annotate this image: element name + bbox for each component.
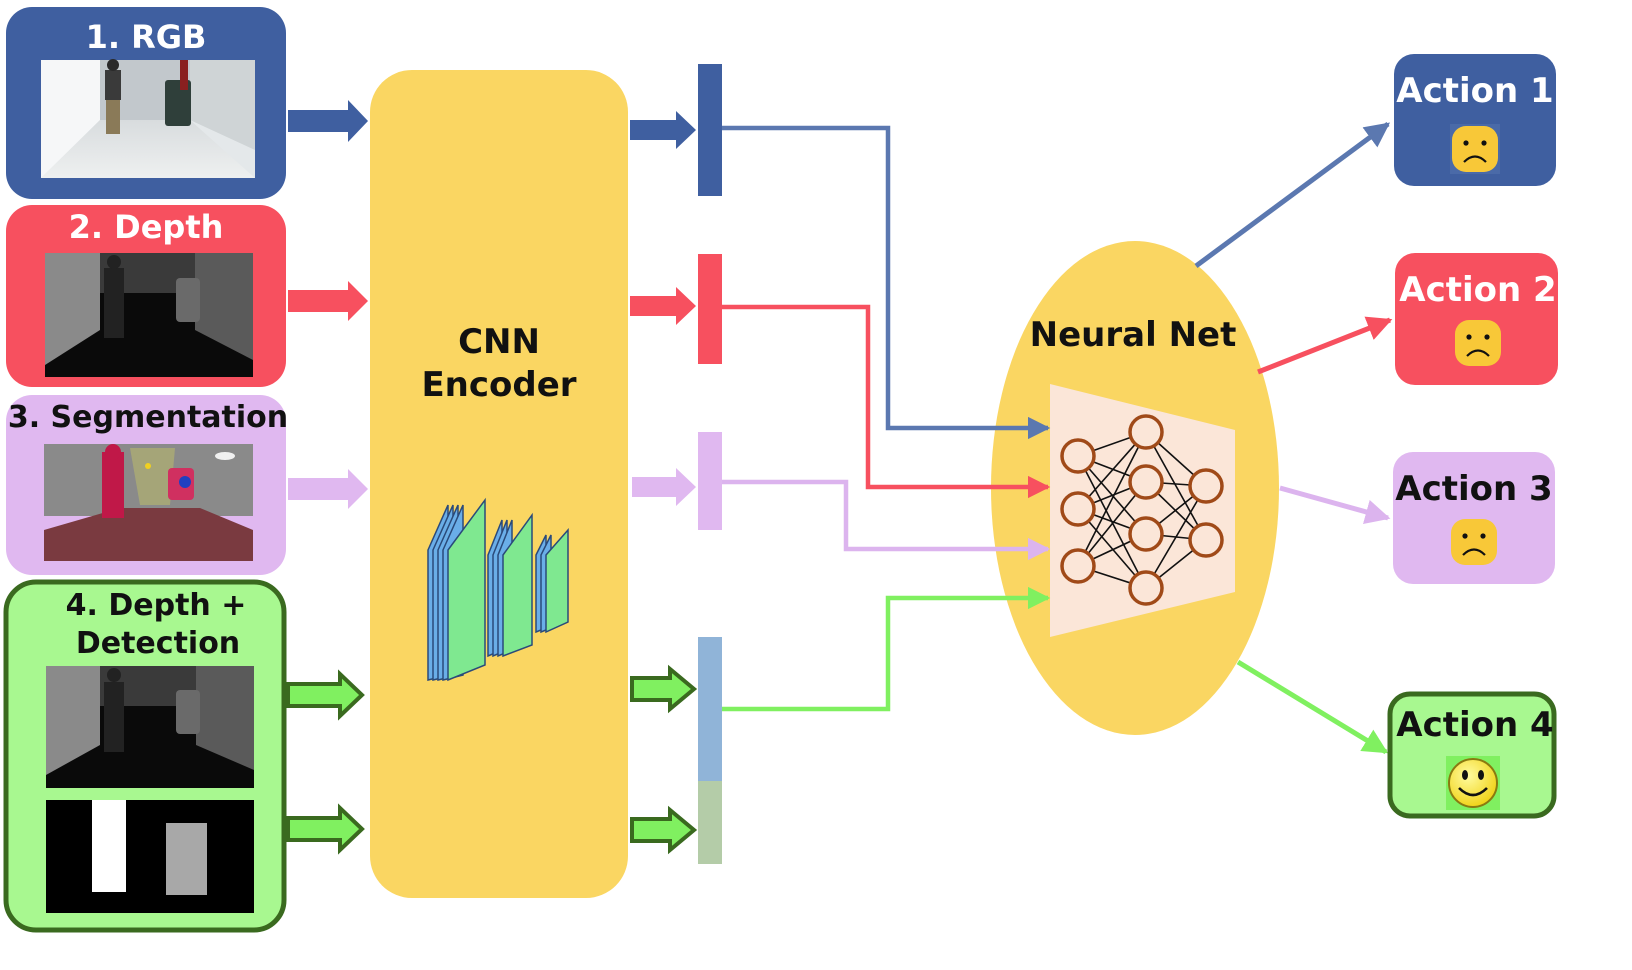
depth2-feature-vector	[698, 637, 722, 781]
input-segmentation-panel: 3. Segmentation	[6, 395, 288, 575]
depth-to-encoder-arrow	[288, 281, 368, 321]
neural-net-label: Neural Net	[1030, 315, 1237, 355]
action-4-box: Action 4	[1387, 691, 1557, 819]
input-depth-panel: 2. Depth	[6, 205, 286, 387]
segmentation-image	[44, 444, 253, 561]
input-depth-detection-panel: 4. Depth + Detection	[3, 579, 287, 933]
sad-face-icon	[1455, 320, 1501, 366]
input-depth-detection-label-1: 4. Depth +	[66, 588, 247, 623]
input-rgb-label: 1. RGB	[86, 18, 207, 56]
neural-network-icon	[1060, 414, 1224, 606]
action-1-label: Action 1	[1396, 71, 1553, 111]
conv-layers-icon	[427, 497, 569, 682]
rgb-to-encoder-arrow	[288, 100, 368, 142]
input-rgb-panel: 1. RGB	[6, 7, 286, 199]
smiley-face-icon	[1446, 756, 1500, 810]
action-3-box: Action 3	[1393, 452, 1555, 584]
rgb-feature-vector	[698, 64, 722, 196]
segmentation-to-encoder-arrow	[288, 469, 368, 509]
depth-image	[45, 253, 253, 377]
detection-mask-image	[46, 800, 254, 913]
action-arrows	[1194, 121, 1393, 755]
encoder-output-arrows	[630, 111, 698, 855]
input-depth-label: 2. Depth	[69, 208, 224, 246]
depth-feature-vector	[698, 254, 722, 364]
detection-feature-vector	[698, 781, 722, 864]
segmentation-feature-vector	[698, 432, 722, 530]
action-2-label: Action 2	[1399, 270, 1556, 310]
encoder-label-1: CNN	[458, 322, 540, 362]
input-segmentation-label: 3. Segmentation	[8, 400, 288, 435]
action-4-label: Action 4	[1396, 705, 1553, 745]
feature-vectors	[698, 64, 722, 864]
input-depth-detection-label-2: Detection	[76, 626, 240, 661]
sad-face-icon	[1450, 124, 1500, 174]
detection-to-encoder-arrow	[286, 803, 365, 855]
depth-image-2	[46, 666, 254, 788]
feature-connectors	[722, 125, 1051, 712]
action-1-box: Action 1	[1394, 54, 1556, 186]
rgb-image	[41, 59, 255, 178]
sad-face-icon	[1451, 519, 1497, 565]
cnn-encoder-block: CNN Encoder	[370, 70, 628, 898]
action-2-box: Action 2	[1395, 253, 1558, 385]
input-arrows	[286, 100, 368, 855]
action-3-label: Action 3	[1395, 469, 1552, 509]
depth2-to-encoder-arrow	[286, 669, 365, 721]
encoder-label-2: Encoder	[421, 365, 576, 405]
